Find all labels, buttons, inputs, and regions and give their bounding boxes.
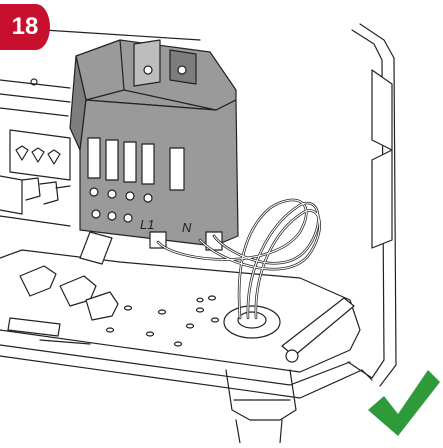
terminal-block xyxy=(69,39,239,251)
cable-gland xyxy=(223,305,297,444)
cable-clips xyxy=(7,265,119,345)
checkmark-icon xyxy=(368,370,440,436)
hinge-pin xyxy=(281,297,355,363)
din-rail-left xyxy=(0,78,71,227)
step-badge xyxy=(0,4,50,50)
enclosure-floor xyxy=(0,249,373,399)
cable-wires-inner xyxy=(157,199,321,319)
tool-handle xyxy=(79,231,113,265)
enclosure-right-wall xyxy=(347,23,397,387)
badge-leader-line xyxy=(43,29,201,41)
step-number: 18 xyxy=(11,13,39,40)
terminal-label-l1: L1 xyxy=(140,217,154,232)
terminal-label-n: N xyxy=(182,220,192,235)
